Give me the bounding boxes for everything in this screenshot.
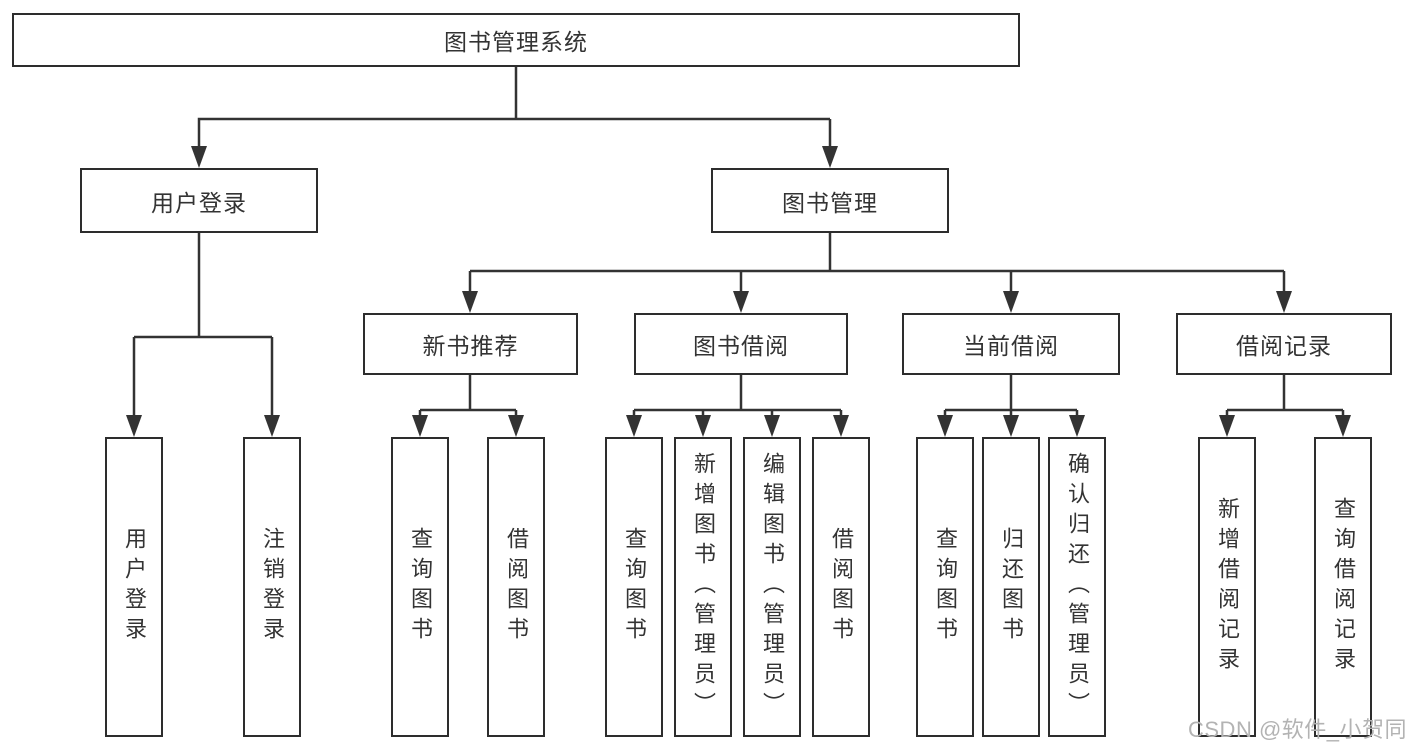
leaf-confirm-return-admin-label: 确认归还（管理员） [1065,452,1090,722]
leaf-edit-books-admin-label: 编辑图书（管理员） [760,452,785,722]
leaf-user-login: 用户登录 [105,437,163,737]
leaf-add-borrow-record: 新增借阅记录 [1198,437,1256,737]
leaf-return-books: 归还图书 [982,437,1040,737]
leaf-add-books-admin: 新增图书（管理员） [674,437,732,737]
leaf-user-login-label: 用户登录 [122,527,147,647]
leaf-confirm-return-admin: 确认归还（管理员） [1048,437,1106,737]
leaf-borrow-books-label: 借阅图书 [829,527,854,647]
node-new-book-recommend: 新书推荐 [363,313,578,375]
node-current-borrow: 当前借阅 [902,313,1120,375]
leaf-add-borrow-record-label: 新增借阅记录 [1215,497,1240,677]
leaf-logout-label: 注销登录 [260,527,285,647]
leaf-current-query-books: 查询图书 [916,437,974,737]
leaf-borrow-books: 借阅图书 [812,437,870,737]
leaf-edit-books-admin: 编辑图书（管理员） [743,437,801,737]
node-user-login: 用户登录 [80,168,318,233]
node-current-borrow-label: 当前借阅 [963,333,1059,359]
csdn-watermark: CSDN @软件_小贺同学 [1188,717,1405,742]
node-book-management-label: 图书管理 [782,189,878,216]
node-borrow-records-label: 借阅记录 [1236,333,1332,359]
leaf-recommend-query-books-label: 查询图书 [408,527,433,647]
node-user-login-label: 用户登录 [151,189,247,216]
node-book-borrow-label: 图书借阅 [693,333,789,359]
node-book-management: 图书管理 [711,168,949,233]
leaf-query-borrow-record-label: 查询借阅记录 [1331,497,1356,677]
node-borrow-records: 借阅记录 [1176,313,1392,375]
node-book-borrow: 图书借阅 [634,313,848,375]
node-root: 图书管理系统 [12,13,1020,67]
leaf-current-query-books-label: 查询图书 [933,527,958,647]
leaf-recommend-borrow-books-label: 借阅图书 [504,527,529,647]
leaf-add-books-admin-label: 新增图书（管理员） [691,452,716,722]
leaf-recommend-borrow-books: 借阅图书 [487,437,545,737]
arrowheads [126,146,1351,437]
leaf-borrow-query-books-label: 查询图书 [622,527,647,647]
node-new-book-recommend-label: 新书推荐 [422,333,519,359]
leaf-return-books-label: 归还图书 [999,527,1024,647]
leaf-logout: 注销登录 [243,437,301,737]
leaf-query-borrow-record: 查询借阅记录 [1314,437,1372,737]
node-root-label: 图书管理系统 [444,29,588,55]
leaf-recommend-query-books: 查询图书 [391,437,449,737]
leaf-borrow-query-books: 查询图书 [605,437,663,737]
